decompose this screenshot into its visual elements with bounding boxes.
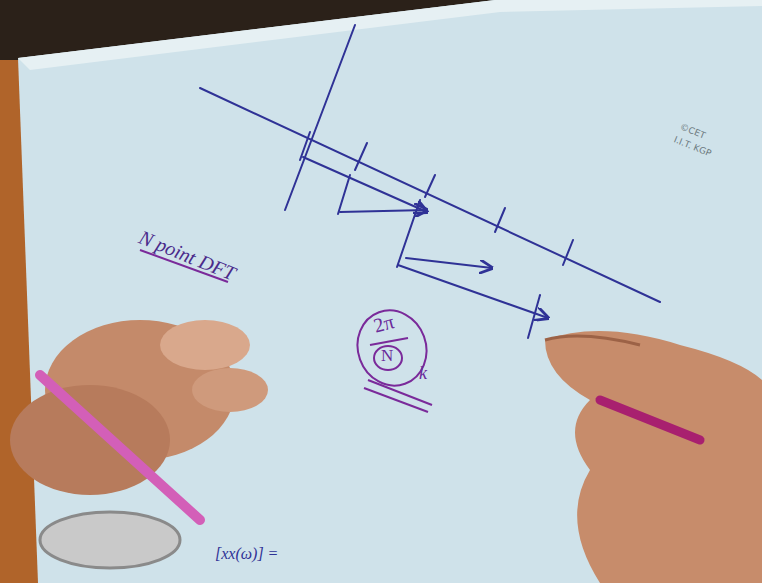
step-arrow xyxy=(406,258,492,268)
wrist xyxy=(10,385,170,495)
tick xyxy=(355,143,367,170)
underline xyxy=(364,388,428,412)
vertical-axis xyxy=(285,25,355,210)
tick xyxy=(338,175,350,214)
handwritten-note: N point DFT xyxy=(136,226,239,285)
circle-mark xyxy=(374,346,402,370)
axis-sketch xyxy=(200,25,660,338)
right-hand xyxy=(545,331,762,583)
tick xyxy=(300,132,310,160)
pen xyxy=(600,400,700,440)
left-hand xyxy=(10,320,268,568)
step-arrow xyxy=(340,210,427,212)
tick xyxy=(563,240,573,265)
knuckle xyxy=(160,320,250,370)
tick xyxy=(495,208,505,232)
watermark: I.I.T. KGP xyxy=(672,135,712,159)
step-arrow xyxy=(398,265,548,318)
circle-mark xyxy=(347,301,437,396)
tick xyxy=(425,175,435,197)
tick xyxy=(528,295,540,338)
pen xyxy=(40,375,200,520)
fraction-bar xyxy=(370,338,408,345)
index-symbol: k xyxy=(419,364,427,384)
finger xyxy=(545,336,640,345)
watch xyxy=(40,512,180,568)
frequency-axis xyxy=(200,88,660,302)
denominator: N xyxy=(381,347,393,366)
knuckle xyxy=(192,368,268,412)
equation-fragment: [xx(ω)] = xyxy=(215,545,278,563)
numerator: 2π xyxy=(371,310,396,336)
paper-sheet xyxy=(18,0,762,583)
step-arrow xyxy=(303,157,427,212)
hand xyxy=(545,331,762,583)
paper-edge xyxy=(18,0,762,70)
